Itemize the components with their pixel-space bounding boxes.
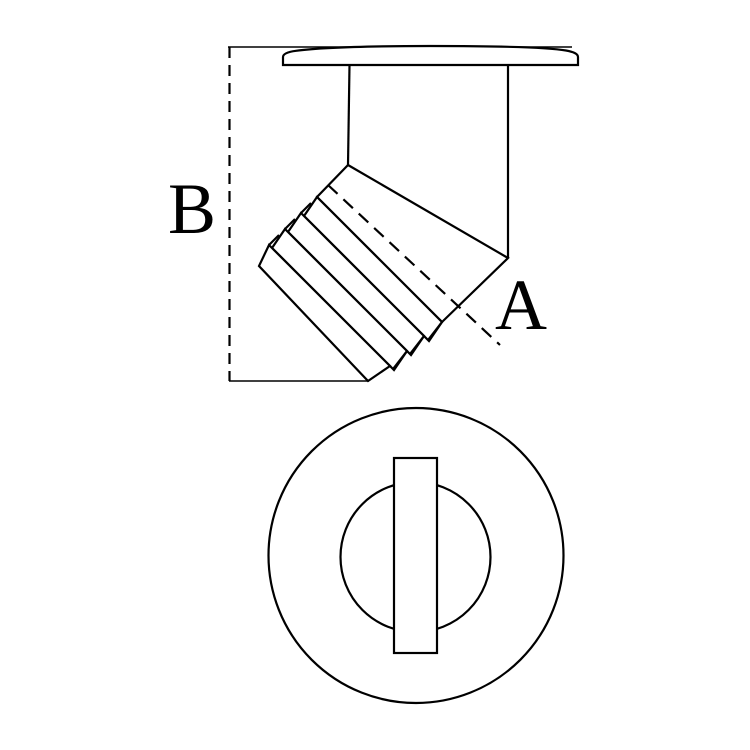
dim-b-label: B [168, 169, 216, 249]
thread-step-edge [409, 335, 425, 355]
thread-strip [270, 227, 409, 372]
thread-strips [257, 195, 444, 383]
thread-step-edge [392, 350, 408, 370]
neck-left-edge [346, 64, 351, 166]
thread-strip [257, 243, 392, 383]
thread-strip [302, 195, 444, 343]
thread-strip [286, 211, 426, 357]
thread-flank-stub [268, 234, 280, 246]
dim-a-dashed-axis-line [327, 184, 501, 346]
thread-flank-stub [300, 202, 312, 214]
side-view: B A [168, 44, 580, 383]
bottom-view [267, 406, 565, 705]
thread-step-edge [427, 321, 443, 341]
fastener-head-flange [281, 44, 580, 67]
dim-a-label: A [495, 265, 547, 345]
thread-flank-stub [284, 218, 296, 230]
screwdriver-slot [392, 456, 439, 655]
